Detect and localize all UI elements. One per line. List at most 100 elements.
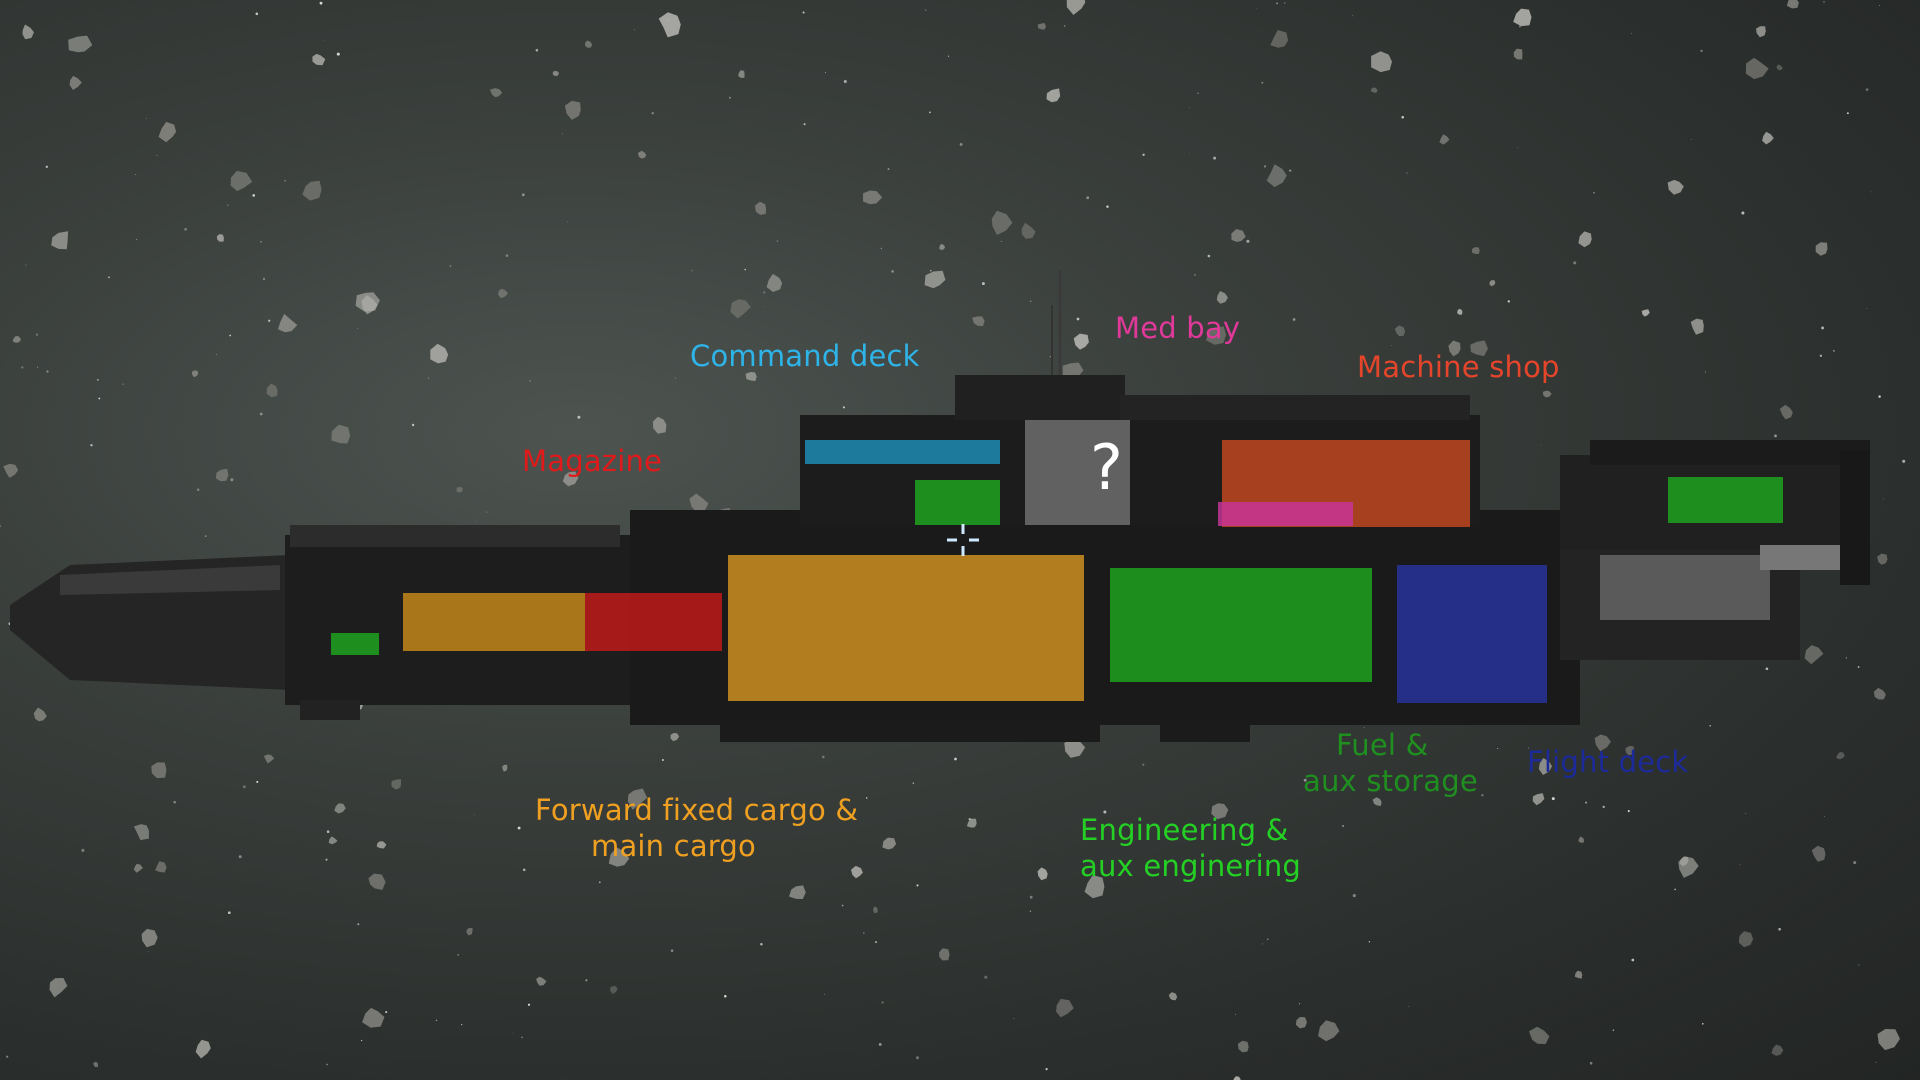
star (891, 270, 894, 273)
star (1368, 941, 1371, 943)
asteroid (1457, 308, 1463, 315)
star (227, 911, 231, 915)
asteroid (1073, 333, 1089, 350)
asteroid (1295, 1017, 1307, 1029)
asteroid (1448, 340, 1461, 357)
star (326, 830, 330, 833)
star (529, 380, 531, 382)
asteroid (133, 863, 143, 873)
star (822, 755, 825, 759)
asteroid (991, 210, 1013, 235)
asteroid (1771, 1044, 1784, 1056)
star (1878, 395, 1881, 398)
asteroid (608, 847, 630, 867)
asteroid (585, 40, 593, 48)
star (1106, 205, 1109, 208)
asteroid (1873, 687, 1886, 700)
asteroid (972, 316, 985, 327)
star (562, 133, 563, 134)
asteroid (266, 383, 278, 398)
star (1517, 147, 1519, 149)
asteroid (141, 928, 158, 948)
star (260, 240, 262, 243)
asteroid (766, 273, 783, 292)
asteroid (22, 24, 34, 40)
asteroid (1804, 645, 1824, 665)
star (37, 366, 39, 368)
superstructure-top (955, 375, 1125, 420)
star (1406, 172, 1408, 174)
asteroid (1678, 856, 1699, 878)
star (1739, 864, 1741, 866)
star (1857, 666, 1860, 668)
star (1745, 813, 1747, 814)
star (284, 180, 286, 182)
star (1866, 307, 1868, 309)
star (1261, 943, 1264, 945)
asteroid (1542, 390, 1552, 398)
star (1507, 300, 1510, 303)
asteroid (562, 471, 579, 487)
asteroid (1532, 793, 1545, 806)
star (929, 269, 932, 272)
star (6, 1055, 9, 1058)
asteroid (1513, 8, 1532, 27)
star (1194, 274, 1196, 276)
asteroid (391, 779, 402, 790)
star (1045, 1067, 1048, 1071)
label-engineering-line2: aux enginering (1080, 849, 1302, 883)
asteroid (376, 841, 387, 849)
star (1865, 88, 1869, 91)
unknown-room (1025, 420, 1130, 525)
asteroid (1690, 318, 1704, 335)
asteroid (1062, 362, 1084, 377)
star (577, 415, 581, 419)
star (326, 1063, 328, 1066)
command-deck-console-room (915, 480, 1000, 525)
asteroid (3, 463, 19, 478)
asteroid (863, 190, 883, 205)
star (842, 406, 845, 409)
asteroid (1318, 1020, 1340, 1042)
label-engineering-line1: Engineering & (1080, 813, 1289, 847)
star (229, 334, 232, 337)
star (1879, 5, 1881, 7)
star (1845, 657, 1848, 659)
star (1342, 825, 1345, 827)
star (1299, 1003, 1301, 1005)
star (108, 276, 110, 279)
unknown-room-mark: ? (1090, 431, 1124, 504)
main-cargo-room (728, 555, 1084, 701)
star (841, 904, 844, 907)
label-flight-deck: Flight deck (1527, 745, 1689, 779)
star (319, 1, 323, 5)
hull-fin (300, 700, 360, 720)
star (242, 785, 246, 789)
star (1853, 861, 1857, 865)
label-command-deck: Command deck (690, 339, 920, 373)
star (1142, 763, 1145, 766)
star (1883, 498, 1885, 500)
asteroid (552, 70, 560, 77)
star (887, 168, 890, 171)
asteroid (362, 1007, 385, 1028)
asteroid (1756, 26, 1766, 38)
star (1086, 196, 1090, 200)
star (357, 328, 359, 329)
star (1709, 724, 1711, 727)
asteroid (1786, 0, 1799, 9)
asteroid (564, 100, 581, 120)
star (461, 1023, 463, 1026)
star (724, 994, 727, 998)
star (1765, 667, 1769, 671)
star (511, 1032, 513, 1034)
asteroid (755, 201, 767, 215)
asteroid (368, 873, 386, 890)
star (1197, 92, 1199, 95)
star (1778, 927, 1781, 931)
star (1846, 112, 1849, 115)
asteroid (1472, 247, 1480, 254)
asteroid (637, 150, 647, 159)
asteroid (670, 733, 680, 742)
star (925, 9, 927, 11)
